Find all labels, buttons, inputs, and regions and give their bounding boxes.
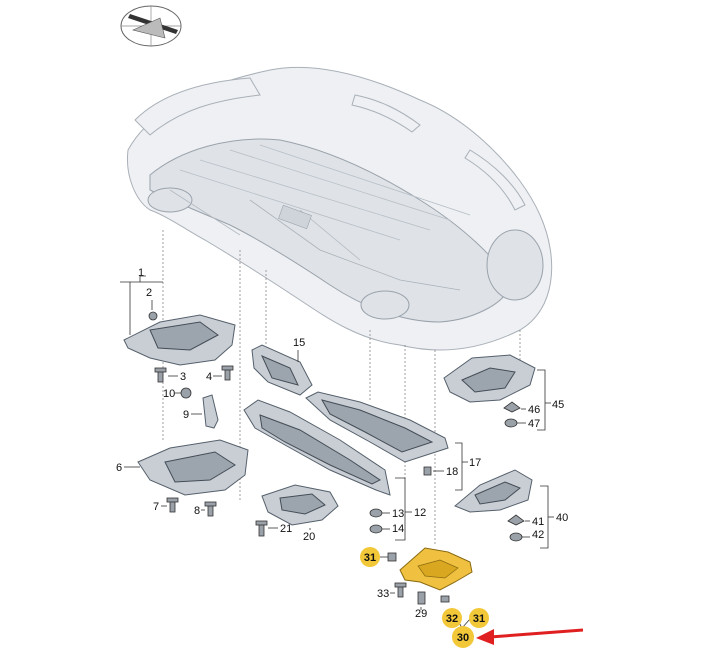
engine-shield-6	[137, 439, 249, 496]
badge-31b	[469, 608, 489, 628]
rear-shield-45	[443, 354, 536, 403]
callout-1: 1	[138, 267, 144, 279]
callout-4: 4	[206, 371, 212, 383]
bracket-9	[202, 394, 219, 429]
callout-9: 9	[183, 409, 189, 421]
callout-46: 46	[528, 404, 540, 416]
callout-33: 33	[377, 588, 389, 600]
clip-31a	[387, 552, 397, 562]
callout-13: 13	[392, 508, 404, 520]
callout-12: 12	[414, 507, 426, 519]
callout-8: 8	[194, 505, 200, 517]
bolt-8	[204, 501, 217, 517]
nut-42	[509, 532, 523, 542]
callout-29: 29	[415, 608, 427, 620]
badge-31a	[360, 547, 380, 567]
bolt-3	[154, 367, 167, 383]
nut-47	[504, 418, 518, 428]
callout-21: 21	[280, 523, 292, 535]
callout-3: 3	[180, 371, 186, 383]
callout-17-bracket	[455, 442, 463, 491]
callout-7: 7	[153, 501, 159, 513]
callout-45-bracket	[537, 369, 546, 431]
callout-18: 18	[446, 466, 458, 478]
callout-32: 32	[446, 613, 458, 625]
callout-1-bracket	[120, 275, 163, 335]
callout-30: 30	[457, 632, 469, 644]
callout-17: 17	[469, 457, 481, 469]
callout-15: 15	[293, 337, 305, 349]
callout-10: 10	[163, 388, 175, 400]
side-panel-15	[251, 344, 313, 396]
clip-18	[423, 466, 432, 476]
callout-31b: 31	[473, 613, 485, 625]
bolt-4	[221, 365, 234, 381]
clip-41	[507, 514, 525, 526]
bolt-7	[166, 497, 179, 513]
front-shield-part	[123, 311, 236, 366]
badge-32	[442, 608, 462, 628]
underbody-panel-17	[305, 391, 449, 463]
callout-41: 41	[532, 516, 544, 528]
callout-42: 42	[532, 529, 544, 541]
callout-47: 47	[528, 418, 540, 430]
bolt-33	[394, 582, 407, 598]
shield-20	[261, 484, 339, 526]
bolt-21	[255, 520, 268, 537]
rear-shield-40	[454, 469, 533, 513]
callout-14: 14	[392, 523, 404, 535]
callout-20: 20	[303, 531, 315, 543]
red-arrow-icon	[476, 628, 584, 645]
callout-45: 45	[552, 399, 564, 411]
highlighted-part-29	[399, 547, 473, 605]
callout-6: 6	[116, 462, 122, 474]
clip-10	[180, 387, 192, 399]
callout-31a: 31	[364, 552, 376, 564]
callout-40: 40	[556, 512, 568, 524]
badge-30	[452, 626, 474, 648]
compass-car-icon	[120, 5, 182, 47]
washer-14	[369, 524, 383, 534]
clip-46	[503, 401, 521, 413]
vehicle-underbody	[126, 66, 553, 351]
underbody-panel-12	[243, 399, 391, 496]
nut-13	[369, 508, 383, 518]
callout-2: 2	[146, 287, 152, 299]
callout-12-bracket	[395, 477, 406, 541]
